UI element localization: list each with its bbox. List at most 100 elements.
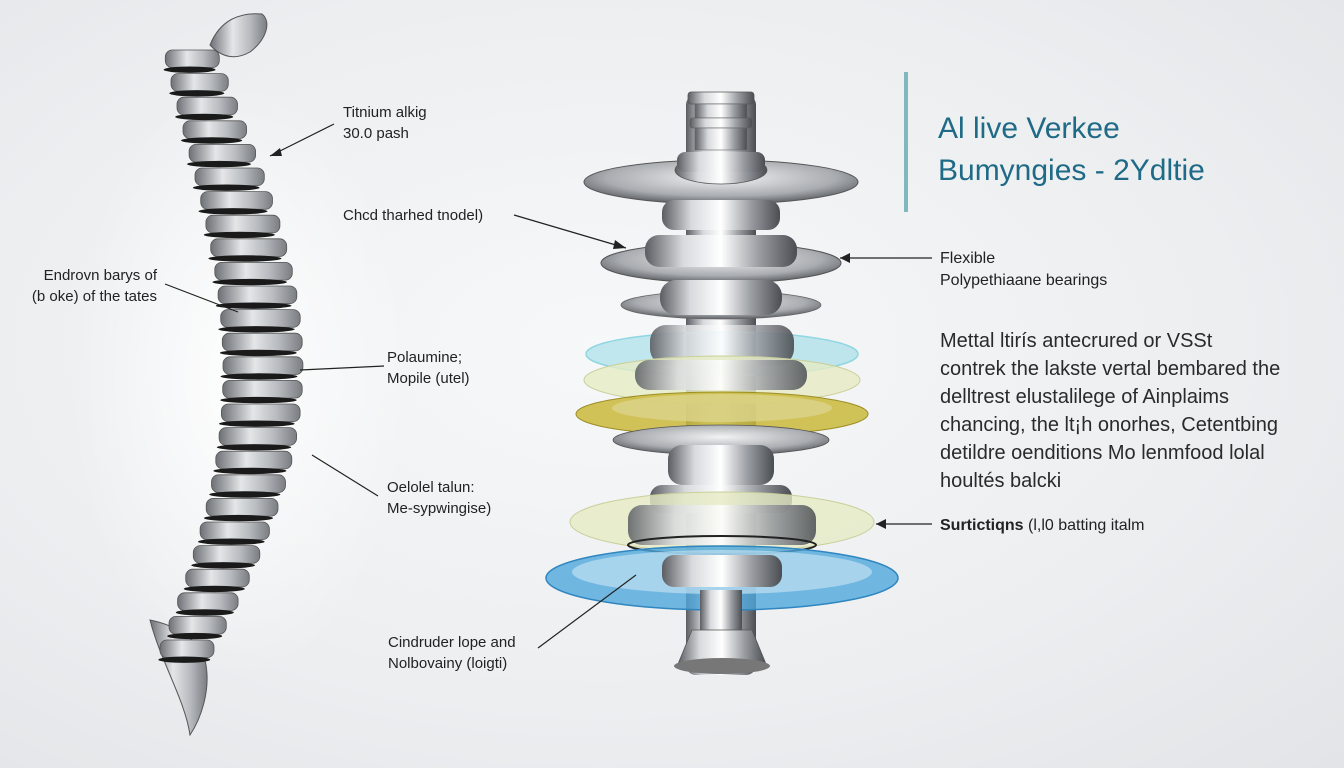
intervertebral-disc bbox=[212, 278, 287, 286]
leader-cindruder bbox=[537, 574, 637, 649]
vertebra bbox=[177, 592, 239, 611]
label-surtictiqns-rest: (l,l0 batting italm bbox=[1023, 517, 1145, 534]
intervertebral-disc bbox=[167, 632, 223, 640]
vertebra bbox=[222, 379, 303, 399]
leader-lines bbox=[164, 123, 932, 649]
spine-illustration bbox=[149, 13, 304, 737]
vertebra bbox=[205, 214, 281, 234]
vertebra bbox=[214, 261, 293, 281]
implant-illustration bbox=[545, 91, 899, 675]
label-cindruder: Cindruder lope and Nolbovainy (loigti) bbox=[388, 632, 516, 674]
intervertebral-disc bbox=[175, 609, 234, 616]
label-flexible-line-1: Flexible bbox=[940, 250, 996, 267]
vertebra bbox=[218, 427, 298, 446]
label-titanium: Titnium alkig 30.0 pash bbox=[343, 102, 427, 144]
vertebra bbox=[220, 309, 301, 328]
label-cindruder-line-1: Cindruder lope and bbox=[388, 634, 516, 651]
label-chord: Chcd tharhed tnodel) bbox=[343, 205, 483, 226]
label-surtictiqns: Surtictiqns (l,l0 batting italm bbox=[940, 515, 1145, 536]
arrowhead-titanium bbox=[270, 148, 282, 156]
intervertebral-disc bbox=[208, 255, 282, 262]
vertebra bbox=[222, 356, 304, 375]
intervertebral-disc bbox=[181, 137, 243, 144]
intervertebral-disc bbox=[216, 444, 292, 451]
vertebra bbox=[200, 191, 273, 210]
leader-endrovn bbox=[164, 283, 239, 313]
vertebra bbox=[199, 521, 270, 541]
vertebra bbox=[185, 568, 250, 588]
description-line-5: detildre oenditions Mo lenmfood lolal bbox=[940, 442, 1265, 464]
vertebra bbox=[211, 474, 286, 493]
intervertebral-disc bbox=[192, 184, 260, 191]
intervertebral-disc bbox=[198, 208, 268, 215]
label-chord-line-1: Chcd tharhed tnodel) bbox=[343, 207, 484, 224]
label-polaumine-line-1: Polaumine; bbox=[387, 349, 463, 366]
description-line-6: houltés balcki bbox=[940, 470, 1062, 492]
intervertebral-disc bbox=[158, 656, 211, 663]
vertebra bbox=[205, 497, 279, 517]
intervertebral-disc bbox=[213, 467, 287, 475]
description-line-1: Mettal ltirís antecrured or VSSt bbox=[940, 330, 1213, 352]
vertebra bbox=[182, 120, 247, 139]
vertebra bbox=[215, 450, 293, 470]
description-paragraph: Mettal ltirís antecrured or VSSt contrek… bbox=[940, 327, 1280, 495]
vertebra bbox=[221, 332, 303, 352]
vertebra bbox=[170, 73, 229, 92]
intervertebral-disc bbox=[198, 538, 265, 545]
arrowhead-surtictiqns bbox=[876, 519, 886, 529]
vertebra bbox=[220, 403, 301, 423]
intervertebral-disc bbox=[191, 562, 256, 569]
arrowhead-flexible bbox=[840, 253, 850, 263]
intervertebral-disc bbox=[220, 396, 297, 404]
intervertebral-disc bbox=[218, 326, 295, 333]
intervertebral-disc bbox=[219, 349, 297, 357]
vertebra bbox=[176, 96, 238, 116]
label-oelolel: Oelolel talun: Me-sypwingise) bbox=[387, 477, 491, 519]
intervertebral-disc bbox=[183, 585, 245, 593]
title-line-1: Al live Verkee bbox=[938, 112, 1120, 145]
label-polaumine: Polaumine; Mopile (utel) bbox=[387, 347, 470, 389]
leader-arrowheads bbox=[270, 148, 886, 529]
intervertebral-disc bbox=[215, 302, 292, 309]
label-endrovn-line-1: Endrovn barys of bbox=[43, 267, 157, 284]
label-flexible: Flexible Polypethiaane bearings bbox=[940, 248, 1107, 292]
leader-oelolel bbox=[311, 454, 379, 497]
intervertebral-disc bbox=[209, 491, 281, 498]
title-line-2: Bumyngies - 2Ydltie bbox=[938, 154, 1205, 187]
vertebra bbox=[194, 167, 265, 187]
vertebra bbox=[159, 639, 215, 659]
arrowhead-chord bbox=[613, 240, 626, 249]
intervertebral-disc bbox=[187, 160, 251, 168]
label-oelolel-line-2: Me-sypwingise) bbox=[387, 500, 492, 517]
page-title: Al live Verkee Bumyngies - 2Ydltie bbox=[938, 108, 1205, 192]
vertebra bbox=[188, 143, 257, 163]
vertebra bbox=[168, 616, 227, 635]
label-flexible-line-2: Polypethiaane bearings bbox=[940, 272, 1108, 289]
label-endrovn-line-2: (b oke) of the tates bbox=[31, 288, 157, 305]
intervertebral-disc bbox=[203, 231, 275, 239]
intervertebral-disc bbox=[163, 66, 216, 73]
label-titanium-line-1: Titnium alkig bbox=[343, 104, 427, 121]
description-line-4: chancing, the lt¡h onorhes, Cetentbing bbox=[940, 414, 1278, 436]
leader-chord bbox=[513, 214, 627, 249]
intervertebral-disc bbox=[218, 420, 295, 427]
label-endrovn: Endrovn barys of (b oke) of the tates bbox=[14, 265, 157, 307]
intervertebral-disc bbox=[220, 373, 298, 380]
intervertebral-disc bbox=[204, 514, 273, 522]
description-line-3: delltrest elustalilege of Ainplaims bbox=[940, 386, 1230, 408]
label-surtictiqns-bold: Surtictiqns bbox=[940, 517, 1024, 534]
label-cindruder-line-2: Nolbovainy (loigti) bbox=[388, 655, 508, 672]
vertebra bbox=[210, 238, 288, 257]
label-oelolel-line-1: Oelolel talun: bbox=[387, 479, 475, 496]
title-accent-bar bbox=[904, 72, 908, 212]
vertebra bbox=[217, 285, 298, 305]
intervertebral-disc bbox=[175, 113, 234, 121]
leader-polaumine bbox=[299, 365, 385, 371]
description-line-2: contrek the lakste vertal bembared the bbox=[940, 358, 1281, 380]
label-polaumine-line-2: Mopile (utel) bbox=[387, 370, 470, 387]
intervertebral-disc bbox=[169, 90, 225, 97]
label-titanium-line-2: 30.0 pash bbox=[343, 125, 409, 142]
vertebra bbox=[192, 545, 261, 564]
vertebra bbox=[164, 49, 220, 69]
